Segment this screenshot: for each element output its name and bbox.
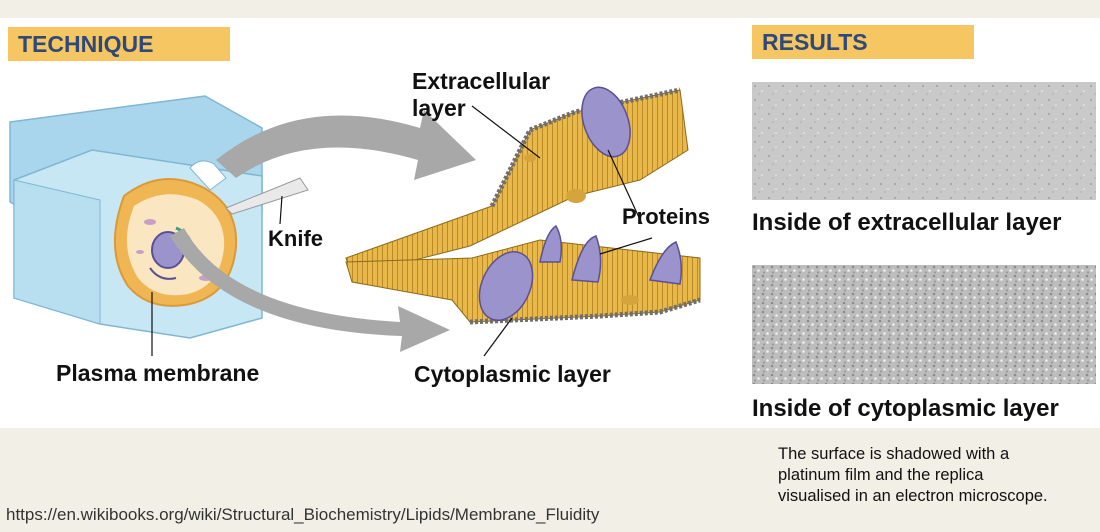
extracellular-layer-label: Extracellular layer bbox=[412, 68, 550, 122]
plasma-membrane-label: Plasma membrane bbox=[56, 360, 260, 386]
extracellular-label-line1: Extracellular bbox=[412, 68, 551, 94]
em-image-cytoplasmic bbox=[752, 265, 1096, 384]
caption-line-1: The surface is shadowed with a bbox=[778, 445, 1010, 463]
knife-blade bbox=[225, 177, 309, 215]
knife-label: Knife bbox=[268, 226, 323, 251]
source-url: https://en.wikibooks.org/wiki/Structural… bbox=[6, 505, 600, 524]
leader-lines bbox=[151, 105, 653, 357]
caption: The surface is shadowed with a platinum … bbox=[778, 444, 1098, 507]
membrane-proteins bbox=[478, 86, 683, 321]
cytoplasmic-layer-label: Cytoplasmic layer bbox=[414, 361, 611, 387]
results-header: RESULTS bbox=[752, 25, 974, 59]
caption-line-3: visualised in an electron microscope. bbox=[778, 487, 1048, 505]
caption-line-2: platinum film and the replica bbox=[778, 466, 984, 484]
extracellular-label-line2: layer bbox=[412, 95, 466, 121]
em-image-extracellular bbox=[752, 82, 1096, 200]
technique-header: TECHNIQUE bbox=[8, 27, 230, 61]
proteins-label: Proteins bbox=[622, 204, 711, 229]
inside-extracellular-label: Inside of extracellular layer bbox=[752, 209, 1062, 236]
inside-cytoplasmic-label: Inside of cytoplasmic layer bbox=[752, 395, 1059, 422]
fracture-arrows bbox=[170, 110, 476, 352]
